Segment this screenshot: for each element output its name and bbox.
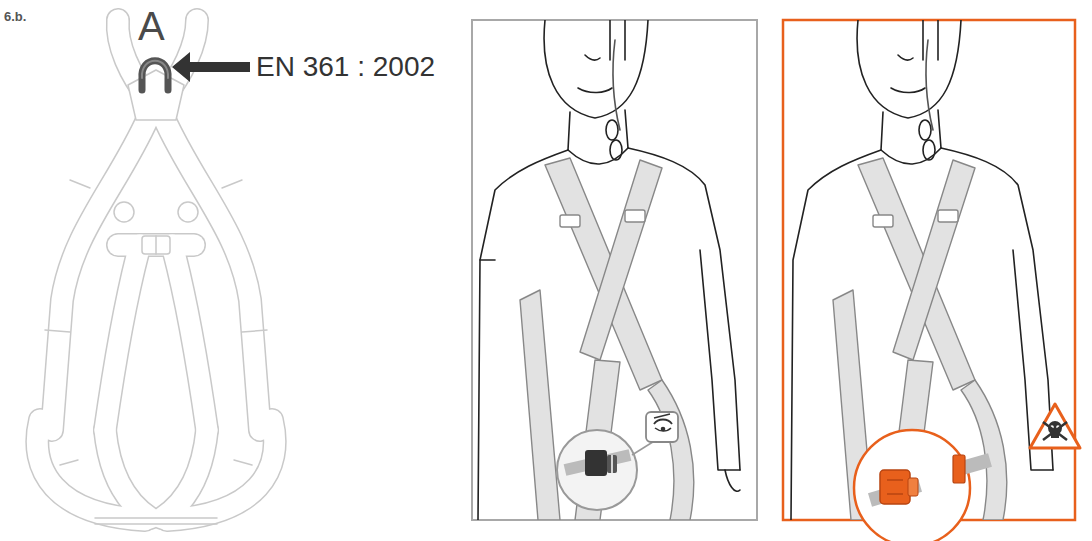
correct-panel-part-part-part <box>648 380 694 520</box>
harness-back-view-part <box>172 52 250 82</box>
correct-panel-part-part <box>520 158 694 520</box>
correct-panel-part-part <box>478 150 568 520</box>
danger-warning-icon-part <box>1030 404 1080 448</box>
correct-panel-part-part <box>585 55 600 60</box>
correct-panel-part-part <box>480 259 495 261</box>
correct-panel-part <box>472 20 757 520</box>
harness-back-view-part-part <box>105 245 140 430</box>
harness-back-view-part-part <box>164 118 260 430</box>
harness-back-view-part-part <box>234 460 252 465</box>
check-eye-icon-part <box>654 414 670 418</box>
danger-panel-part-part <box>881 148 941 164</box>
danger-panel-part-part <box>857 20 961 118</box>
danger-panel-part-part-part <box>938 210 958 222</box>
harness-back-view-part-part <box>105 430 150 518</box>
harness-back-view-part-part <box>172 245 207 430</box>
figure-number: 6.b. <box>4 10 26 23</box>
danger-panel <box>783 20 1080 541</box>
anchor-letter: A <box>138 6 165 46</box>
harness-back-view-part <box>142 61 168 90</box>
check-eye-icon-part <box>646 412 678 442</box>
correct-panel-part-part-part <box>520 290 560 520</box>
danger-panel-part-part-part <box>858 158 975 390</box>
harness-back-view-part-part <box>164 118 260 430</box>
harness-back-view-part-part <box>162 430 207 518</box>
danger-panel-part-part <box>919 120 931 140</box>
harness-back-view-part <box>37 20 274 520</box>
harness-back-view-part <box>37 20 274 520</box>
harness-back-view-part-part <box>178 202 198 222</box>
correct-panel-part-part <box>700 250 740 470</box>
check-eye-icon-part <box>654 420 672 425</box>
harness-back-view-part-part <box>155 236 157 254</box>
danger-panel-part-part-part <box>893 160 975 360</box>
magnified-buckle <box>557 430 637 510</box>
magnified-buckle-part <box>607 455 617 473</box>
magnified-open-buckle-part <box>953 455 965 483</box>
correct-panel-part-part-part <box>545 158 662 390</box>
harness-back-view-part-part <box>128 70 184 120</box>
harness-back-view-part <box>142 61 168 78</box>
harness-back-view-part-part <box>162 430 207 518</box>
danger-warning-icon-part <box>1043 422 1067 440</box>
harness-back-view-part-part <box>222 180 242 188</box>
harness-back-view <box>37 20 274 524</box>
harness-back-view-part-part <box>52 118 148 430</box>
harness-back-view-part-part <box>95 517 217 519</box>
check-eye-icon-part <box>661 427 666 432</box>
correct-panel-part-part <box>568 148 628 164</box>
harness-back-view-part-part <box>142 236 170 254</box>
correct-panel <box>472 20 757 520</box>
harness-back-view-part-part <box>60 460 78 465</box>
correct-panel-part-part-part <box>625 210 645 222</box>
magnified-open-buckle-part <box>880 470 910 504</box>
correct-panel-part-part <box>544 20 648 118</box>
correct-panel-part <box>478 20 740 520</box>
harness-back-view-part-part <box>172 245 207 430</box>
harness-back-view-part-part <box>70 180 90 188</box>
danger-panel-part-part <box>923 20 938 60</box>
danger-panel-part-part <box>923 140 935 160</box>
correct-panel-part-part <box>568 110 628 150</box>
harness-back-view-part-part <box>118 233 194 257</box>
correct-panel-part-part <box>610 20 625 60</box>
magnified-open-buckle-part <box>908 478 918 496</box>
harness-back-view-part-part <box>95 523 217 525</box>
danger-panel-part-part <box>926 40 933 130</box>
harness-back-view-part <box>45 70 267 524</box>
correct-panel-part-part <box>725 470 740 491</box>
danger-panel-part-part-part <box>873 215 893 227</box>
danger-warning-icon <box>1030 404 1080 448</box>
harness-back-view-part-part <box>114 202 134 222</box>
harness-back-view-part-part <box>45 330 70 332</box>
magnified-open-buckle-part <box>887 480 903 494</box>
correct-panel-part-part <box>613 40 620 130</box>
correct-panel-part-part-part <box>580 160 662 360</box>
magnified-buckle-part <box>611 455 613 473</box>
harness-back-view-part-part <box>242 330 267 332</box>
check-eye-icon <box>632 412 678 455</box>
correct-panel-part-part <box>610 140 622 160</box>
harness-back-view-part-part <box>52 118 148 430</box>
harness-back-view-part-part <box>105 245 140 430</box>
danger-panel-part-part <box>881 110 941 150</box>
danger-panel-part-part <box>898 55 913 60</box>
magnified-open-buckle-part <box>854 430 970 541</box>
danger-panel-part-part <box>891 88 925 93</box>
correct-panel-part-part-part <box>560 215 580 227</box>
standard-reference: EN 361 : 2002 <box>256 53 435 81</box>
magnified-buckle-part <box>585 450 607 476</box>
harness-back-view-part-part <box>105 430 150 518</box>
magnified-buckle-part <box>557 430 637 510</box>
correct-panel-part-part <box>578 88 612 93</box>
magnified-open-buckle <box>854 430 990 541</box>
harness-back-view-part-part <box>118 235 194 256</box>
correct-panel-part-part <box>606 120 618 140</box>
